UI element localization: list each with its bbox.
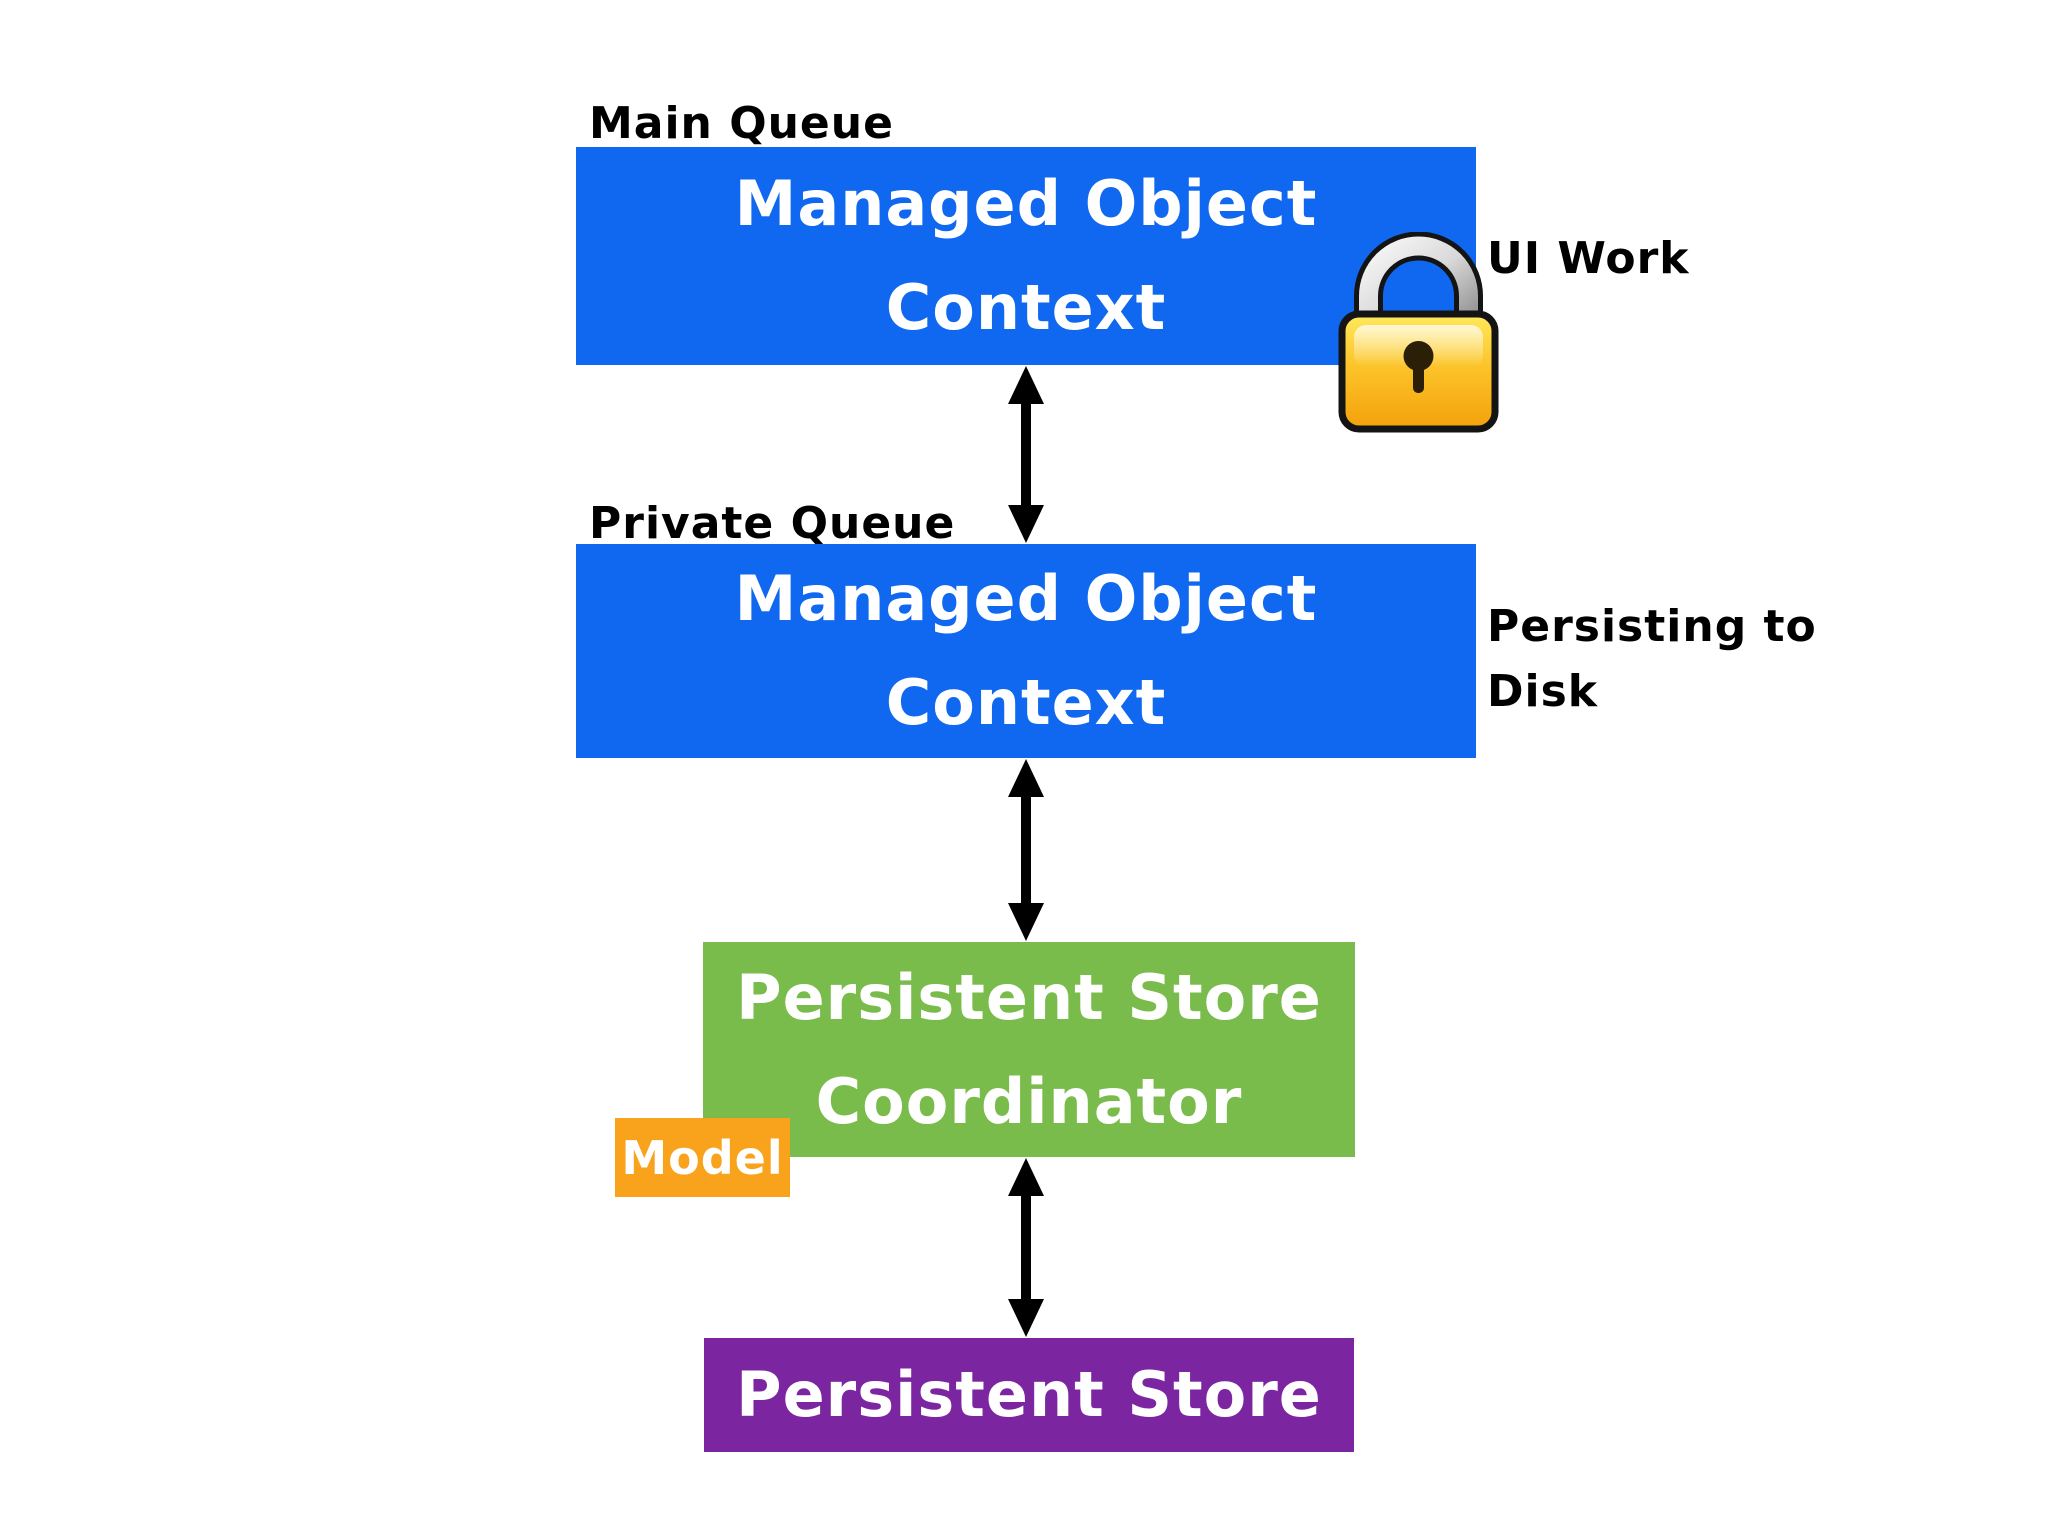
arrow-private-to-coordinator [1004,759,1048,941]
persisting-to-disk-line: Disk [1487,666,1599,717]
box-label-line: Managed Object [734,167,1318,240]
box-label-line: Persistent Store [736,960,1322,1034]
arrow-coordinator-to-store [1004,1158,1048,1337]
persisting-to-disk-label: Persisting to Disk [1487,594,1817,724]
box-label-line: Persistent Store [736,1358,1322,1431]
persisting-to-disk-line: Persisting to [1487,601,1817,652]
box-label-line: Context [885,666,1167,739]
ui-work-label: UI Work [1487,233,1690,284]
box-label-line: Managed Object [734,562,1318,635]
private-queue-label: Private Queue [589,498,956,549]
box-label-line: Coordinator [815,1064,1243,1138]
main-queue-label: Main Queue [589,98,894,149]
persistent-store-coordinator-box: Persistent Store Coordinator [703,942,1355,1157]
arrow-main-to-private [1004,366,1048,543]
box-label-line: Context [885,271,1167,344]
managed-object-context-private-box: Managed Object Context [576,544,1476,758]
model-tag: Model [615,1118,790,1197]
lock-icon [1337,231,1500,433]
persistent-store-box: Persistent Store [704,1338,1354,1452]
managed-object-context-main-box: Managed Object Context [576,147,1476,365]
